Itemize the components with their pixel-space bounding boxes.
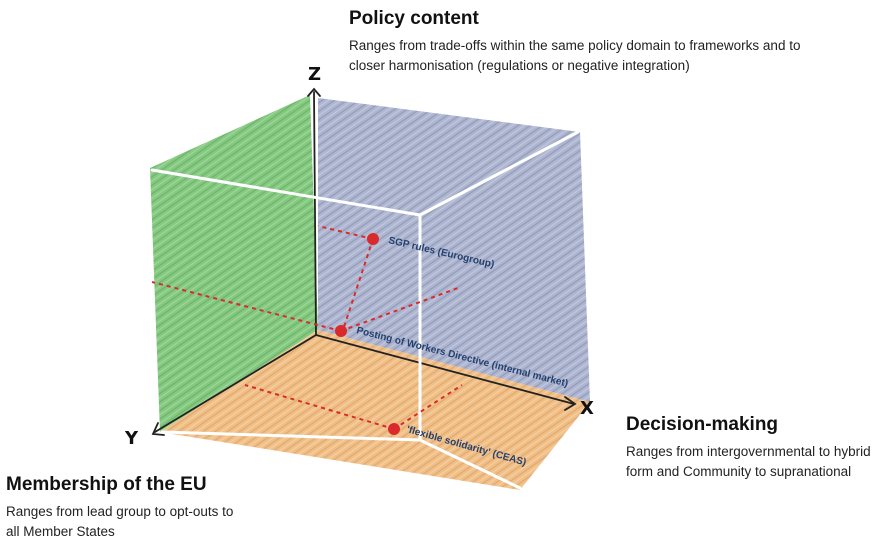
decision-making-callout: Decision-making Ranges from intergovernm… [626, 414, 876, 482]
membership-callout: Membership of the EU Ranges from lead gr… [6, 474, 246, 542]
back-wall-plane [318, 98, 590, 402]
cube-bottom-edge [160, 430, 422, 442]
z-axis-arrow [307, 87, 321, 97]
membership-description: Ranges from lead group to opt-outs to al… [6, 504, 234, 539]
floor-plane [160, 330, 590, 490]
y-axis-arrow [151, 422, 165, 436]
flexible-solidarity-point [388, 423, 400, 435]
z-axis-letter: Z [308, 64, 321, 85]
cube-right-floor-edge [418, 438, 522, 490]
sgp-rules-point [367, 233, 379, 245]
cube-edges [150, 130, 580, 490]
membership-title: Membership of the EU [6, 474, 207, 495]
z-axis-line [313, 91, 317, 336]
posting-of-workers-point [335, 325, 347, 337]
policy-content-callout: Policy content Ranges from trade-offs wi… [349, 8, 829, 76]
y-axis-letter: Y [124, 428, 139, 449]
flex-projection-y [244, 384, 395, 430]
sgp-projection-z [317, 225, 374, 240]
posting-projection-y [151, 281, 342, 332]
projection-lines [151, 225, 463, 430]
cube-top-front-edge [150, 168, 422, 217]
x-axis-letter: X [580, 398, 594, 419]
left-wall-plane [150, 95, 318, 432]
flex-projection-x [393, 384, 463, 430]
decision-making-title: Decision-making [626, 414, 779, 435]
decision-making-description: Ranges from intergovernmental to hybrid … [626, 444, 871, 479]
policy-content-title: Policy content [349, 8, 479, 29]
cube-top-right-edge [418, 130, 580, 217]
x-axis-arrow [564, 396, 577, 411]
policy-content-description: Ranges from trade-offs within the same p… [349, 38, 801, 73]
axis-lines [151, 87, 577, 436]
y-axis-line [154, 334, 317, 433]
x-axis-line [315, 334, 575, 405]
